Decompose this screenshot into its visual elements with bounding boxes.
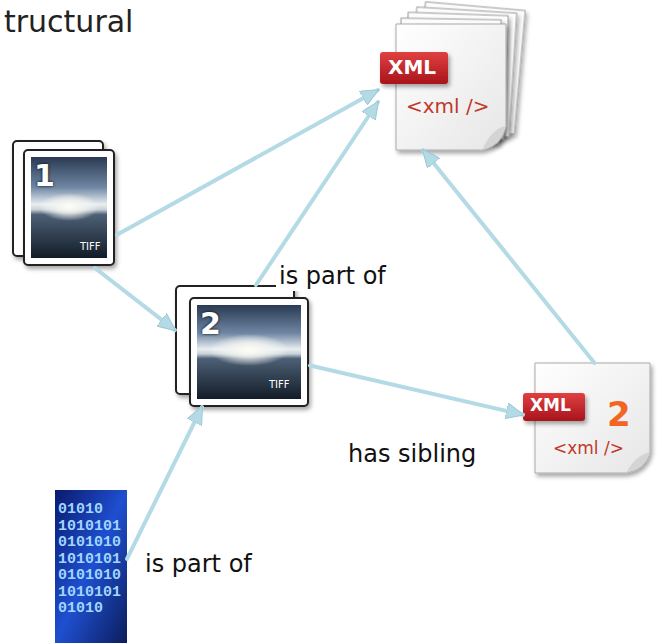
page-curl: [626, 452, 650, 473]
xml-stack-icon: [380, 2, 525, 150]
relation-arrow: [256, 102, 378, 285]
relation-arrow: [423, 150, 595, 363]
connectors: [95, 90, 595, 559]
image-number: 2: [200, 307, 221, 342]
edge-label: is part of: [142, 550, 255, 579]
tiff-image: 1TIFF: [12, 140, 117, 268]
image-frame: [24, 150, 114, 265]
binary-data: 01010 1010101 0101010 1010101 0101010 10…: [55, 490, 127, 643]
xml-tag-shape: [380, 52, 448, 84]
relation-arrow: [127, 407, 202, 559]
tiff-image: 2TIFF: [175, 285, 310, 407]
relation-arrow: [95, 268, 175, 330]
xml-file: XML 2 <xml />: [523, 363, 653, 473]
binary-digits: 01010 1010101 0101010 1010101 0101010 10…: [58, 502, 125, 618]
edge-label: has sibling: [345, 440, 479, 469]
sun-glow: [39, 193, 99, 221]
sun-glow: [209, 334, 289, 366]
file-type: TIFF: [269, 379, 290, 391]
xml-tag: XML: [388, 56, 436, 79]
xml-file-icon: [523, 363, 650, 473]
tiff-image-icon: [176, 286, 308, 406]
xml-tag-shape: [523, 393, 585, 421]
xml-code: <xml />: [553, 439, 624, 459]
xml-tag: XML: [530, 396, 571, 416]
image-number: 1: [34, 159, 55, 194]
photo: [31, 157, 107, 258]
photo: [197, 305, 301, 399]
relation-arrow: [310, 366, 523, 415]
file-type: TIFF: [80, 241, 101, 253]
tiff-image-icon: [13, 141, 114, 265]
slide-title: tructural: [4, 4, 133, 39]
xml-code: <xml />: [406, 95, 490, 118]
xml-page: [396, 24, 506, 150]
xml-stack: XML <xml />: [378, 0, 528, 150]
image-frame: [190, 298, 308, 406]
edge-label: is part of: [276, 262, 389, 291]
binary-block: [55, 490, 127, 643]
file-number: 2: [607, 395, 631, 434]
page-curl: [482, 126, 506, 150]
